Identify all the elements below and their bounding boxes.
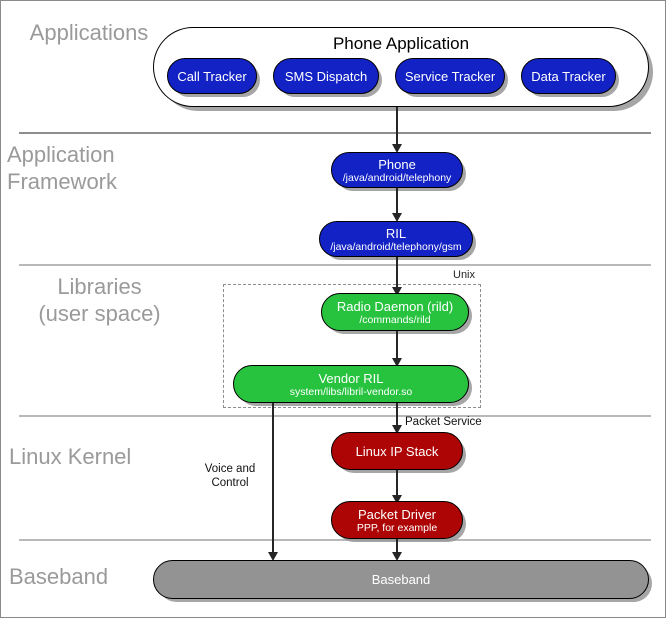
arrowhead-app-to-phone	[392, 144, 402, 153]
node-ril[interactable]: RIL /java/android/telephony/gsm	[319, 221, 473, 257]
app-pill-sms-dispatch[interactable]: SMS Dispatch	[273, 58, 379, 94]
band-label-baseband: Baseband	[9, 564, 109, 589]
node-subtitle: /java/android/telephony/gsm	[330, 240, 462, 253]
divider-applications-framework	[19, 132, 651, 134]
app-pill-data-tracker[interactable]: Data Tracker	[521, 58, 616, 94]
connector-rild-to-vendor-ril	[396, 331, 398, 361]
connector-vendor-ril-to-ip-stack	[396, 403, 398, 428]
node-baseband[interactable]: Baseband	[153, 560, 649, 599]
band-label-applications: Applications	[29, 20, 149, 45]
connector-packet-driver-to-baseband	[396, 539, 398, 555]
app-pill-service-tracker[interactable]: Service Tracker	[395, 58, 505, 94]
arrowhead-ip-stack-to-packet-driver	[392, 495, 402, 504]
node-title: RIL	[385, 225, 407, 241]
band-label-libraries: Libraries (user space)	[38, 274, 161, 326]
phone-application-title: Phone Application	[332, 34, 470, 53]
node-packet-driver[interactable]: Packet Driver PPP, for example	[331, 501, 463, 539]
node-title: Vendor RIL	[318, 370, 384, 386]
band-label-linux-kernel: Linux Kernel	[9, 444, 132, 469]
app-pill-label: Data Tracker	[531, 68, 606, 84]
node-title: Phone	[378, 156, 416, 172]
connector-voice-and-control	[272, 403, 274, 555]
app-pill-call-tracker[interactable]: Call Tracker	[167, 58, 257, 94]
connector-phone-to-ril	[396, 188, 398, 216]
app-pill-label: Call Tracker	[177, 68, 247, 84]
node-vendor-ril[interactable]: Vendor RIL system/libs/libril-vendor.so	[233, 365, 469, 403]
connector-app-to-phone	[396, 107, 398, 147]
node-title: Packet Driver	[357, 506, 437, 522]
node-radio-daemon[interactable]: Radio Daemon (rild) /commands/rild	[321, 293, 469, 331]
band-label-application-framework: Application Framework	[7, 142, 118, 194]
arrowhead-packet-driver-to-baseband	[392, 552, 402, 561]
connector-ril-to-rild	[396, 257, 398, 290]
node-title: Radio Daemon (rild)	[336, 298, 454, 314]
node-phone[interactable]: Phone /java/android/telephony	[331, 152, 463, 188]
app-pill-label: Service Tracker	[404, 68, 496, 84]
unix-group-box	[223, 284, 481, 408]
edge-label-voice-and-control: Voice and Control	[204, 463, 256, 489]
node-title: Linux IP Stack	[355, 443, 439, 459]
arrowhead-rild-to-vendor-ril	[392, 358, 402, 367]
app-pill-label: SMS Dispatch	[284, 68, 368, 84]
unix-group-label: Unix	[453, 269, 476, 281]
node-subtitle: /java/android/telephony	[342, 171, 452, 184]
arrowhead-ril-to-rild	[392, 287, 402, 296]
node-subtitle: PPP, for example	[356, 521, 438, 534]
arrowhead-vendor-ril-to-ip-stack	[392, 425, 402, 434]
node-title: Baseband	[371, 572, 431, 587]
divider-libraries-kernel	[19, 415, 651, 417]
arrowhead-phone-to-ril	[392, 213, 402, 222]
node-subtitle: /commands/rild	[359, 313, 431, 326]
node-subtitle: system/libs/libril-vendor.so	[289, 385, 413, 398]
divider-framework-libraries	[19, 264, 651, 266]
arrowhead-voice-and-control	[268, 552, 278, 561]
node-linux-ip-stack[interactable]: Linux IP Stack	[331, 432, 463, 470]
edge-label-packet-service: Packet Service	[405, 416, 482, 428]
connector-ip-stack-to-packet-driver	[396, 470, 398, 498]
divider-kernel-baseband	[19, 539, 651, 541]
